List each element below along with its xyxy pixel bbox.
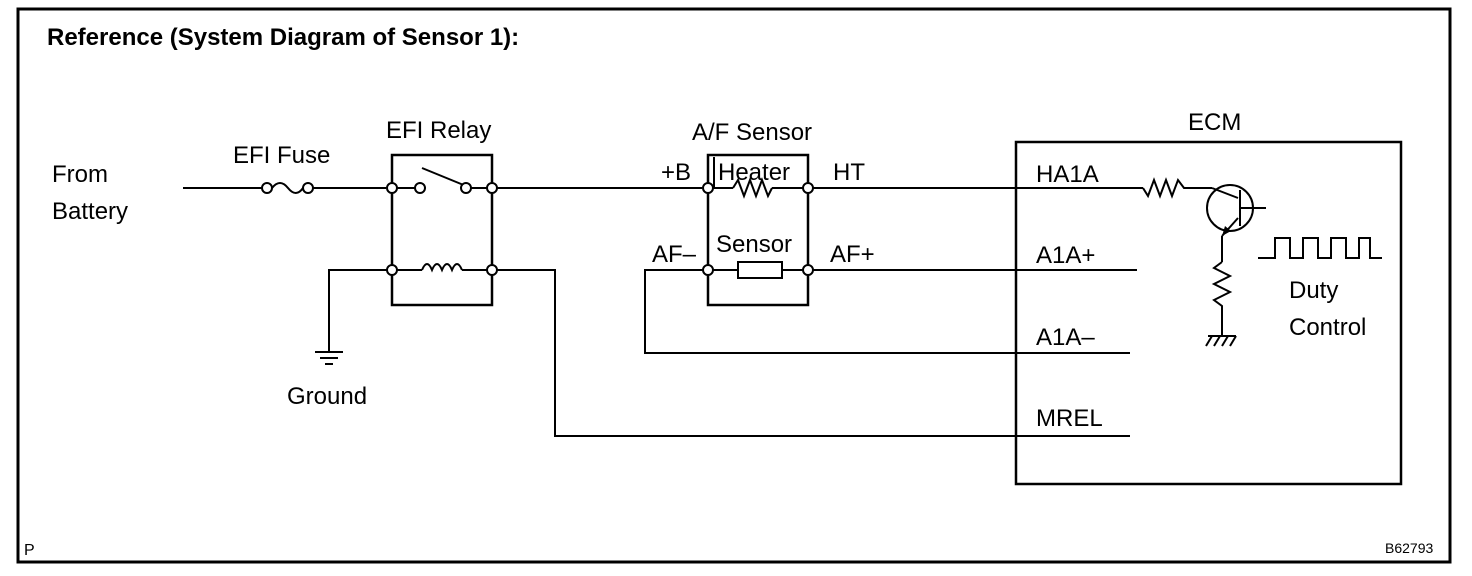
from-battery-label-line1: From [52,161,108,188]
figure-id: B62793 [1385,540,1433,556]
duty-waveform-icon [1258,237,1382,259]
a1a-plus-label: A1A+ [1036,242,1095,269]
from-battery-label-line2: Battery [52,198,128,225]
diagram-title: Reference (System Diagram of Sensor 1): [47,24,519,51]
ground-label: Ground [287,383,367,410]
duty-label-line1: Duty [1289,277,1338,304]
af-minus-label: AF– [652,241,697,268]
ha1a-label: HA1A [1036,161,1099,188]
a1a-minus-label: A1A– [1036,324,1095,351]
efi-relay-label: EFI Relay [386,117,491,144]
efi-fuse-label: EFI Fuse [233,142,330,169]
relay-coil-icon [386,263,498,276]
ground-icon [315,351,343,365]
outer-frame [16,7,1452,564]
ecm-resistor-icon [1142,177,1212,199]
duty-label-line2: Control [1289,314,1366,341]
fuse-icon [261,182,314,194]
chassis-ground-icon [1205,335,1237,347]
af-sensor-box [706,153,810,307]
af-plus-label: AF+ [830,241,875,268]
af-minus-wire [644,269,1130,354]
plus-b-label: +B [661,159,691,186]
efi-relay-box [390,153,494,307]
af-sensor-label: A/F Sensor [692,119,812,146]
mrel-wire [497,269,1130,437]
ecm-box [1014,140,1403,486]
ht-label: HT [833,159,865,186]
transistor-icon [1206,184,1266,237]
pulldown-resistor-icon [1211,236,1233,335]
mrel-label: MREL [1036,405,1103,432]
heater-label: Heater [718,159,790,186]
corner-mark-p: P [24,542,35,559]
relay-switch-icon [386,167,498,194]
sensor-label: Sensor [716,231,792,258]
sensor-element-icon [702,261,814,279]
relay-ground-wire [328,269,387,351]
ecm-label: ECM [1188,109,1241,136]
